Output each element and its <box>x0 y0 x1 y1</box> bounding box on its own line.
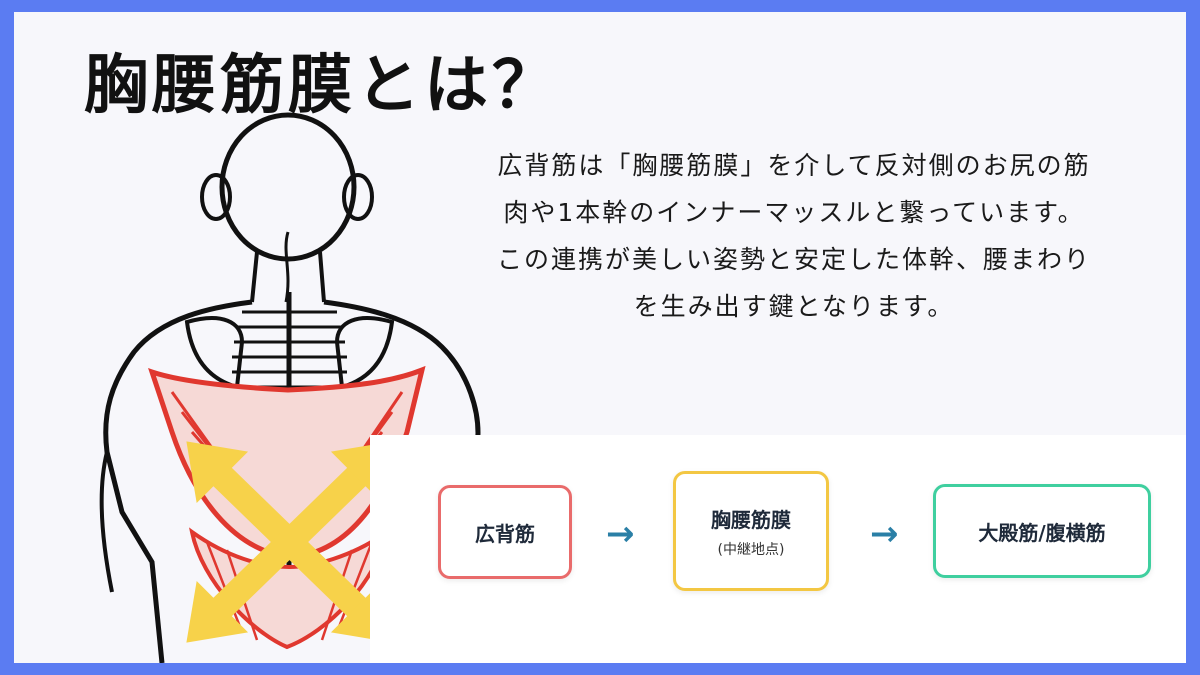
arrow-head-bottom-left <box>186 580 249 643</box>
left-ear <box>200 173 232 221</box>
back-anatomy-illustration <box>99 112 485 663</box>
flow-step-latissimus: 広背筋 <box>438 485 572 579</box>
left-scapula <box>184 316 245 390</box>
body-outline-left <box>103 299 253 663</box>
left-arm <box>99 451 114 593</box>
flow-step-glute-transverse: 大殿筋/腹横筋 <box>933 484 1151 578</box>
cervical-spine <box>284 231 290 303</box>
flow-arrow-1: → <box>606 514 635 554</box>
flow-step-1-label: 広背筋 <box>475 521 535 546</box>
right-scapula <box>334 316 395 390</box>
crossing-arrows <box>186 441 393 643</box>
slide: 胸腰筋膜とは？ 広背筋は「胸腰筋膜」を介して反対側のお尻の筋 肉や1本幹のインナ… <box>14 12 1186 663</box>
page-title: 胸腰筋膜とは？ <box>84 49 560 123</box>
flow-arrow-2: → <box>870 514 899 554</box>
flow-step-2-label: 胸腰筋膜 <box>711 507 791 532</box>
flow-step-thoracolumbar-fascia: 胸腰筋膜 (中継地点) <box>673 471 829 591</box>
flow-step-2-sub: (中継地点) <box>717 541 785 558</box>
description: 広背筋は「胸腰筋膜」を介して反対側のお尻の筋 肉や1本幹のインナーマッスルと繋っ… <box>414 142 1174 330</box>
description-line-2: 肉や1本幹のインナーマッスルと繋っています。 <box>503 198 1085 227</box>
description-line-1: 広背筋は「胸腰筋膜」を介して反対側のお尻の筋 <box>497 151 1091 180</box>
description-line-3: この連携が美しい姿勢と安定した体幹、腰まわり <box>496 245 1091 274</box>
arrow-head-top-left <box>186 441 249 504</box>
flow-step-3-label: 大殿筋/腹横筋 <box>978 520 1106 545</box>
neck <box>250 251 326 303</box>
right-ear <box>342 173 374 221</box>
description-line-4: を生み出す鍵となります。 <box>633 292 955 321</box>
